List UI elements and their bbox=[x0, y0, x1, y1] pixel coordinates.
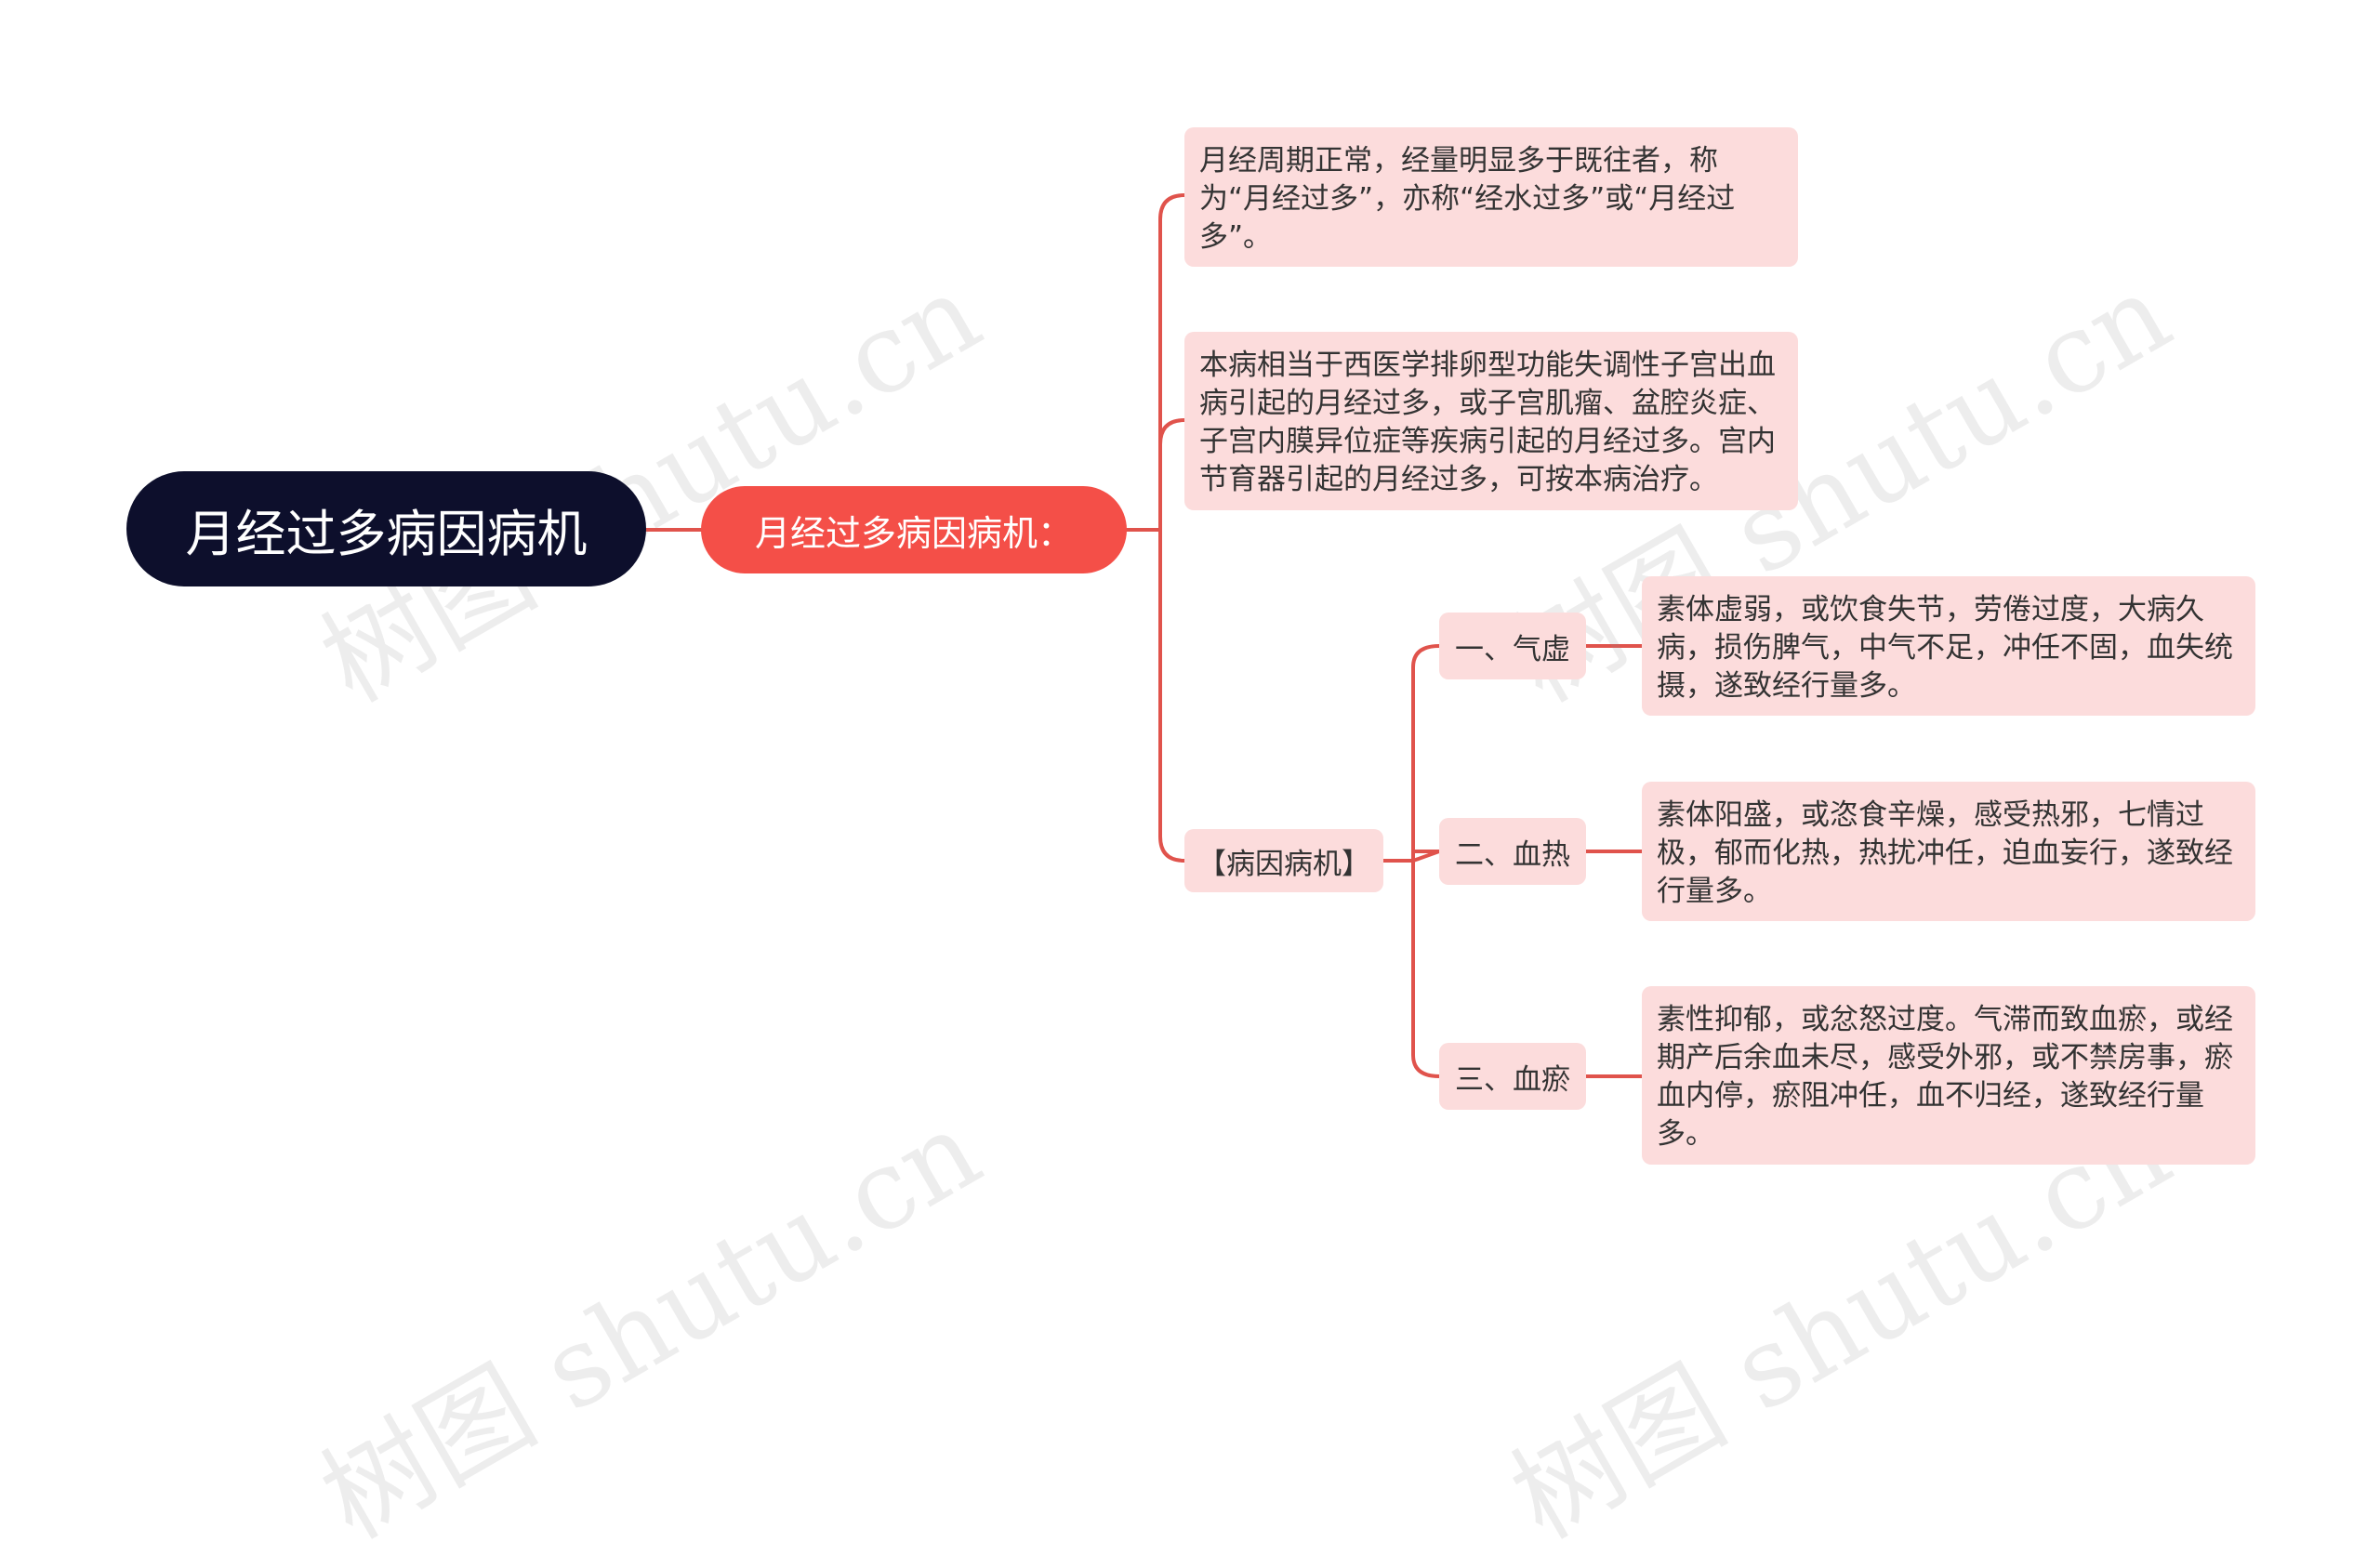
edge-trunk-leaf1 bbox=[1158, 193, 1186, 532]
blood-stasis-label: 三、血瘀 bbox=[1455, 1062, 1570, 1097]
blood-stasis-detail[interactable]: 素性抑郁，或忿怒过度。气滞而致血瘀，或经期产后余血未尽，感受外邪，或不禁房事，瘀… bbox=[1642, 986, 2255, 1165]
root-node[interactable]: 月经过多病因病机 bbox=[126, 471, 646, 586]
blood-heat-text: 素体阳盛，或恣食辛燥，感受热邪，七情过极，郁而化热，热扰冲任，迫血妄行，遂致经行… bbox=[1657, 798, 2233, 908]
qi-deficiency-label: 一、气虚 bbox=[1455, 632, 1570, 666]
western-medicine-node[interactable]: 本病相当于西医学排卵型功能失调性子宫出血病引起的月经过多，或子宫肌瘤、盆腔炎症、… bbox=[1184, 332, 1798, 510]
edge-trunk-cause bbox=[1158, 528, 1186, 863]
qi-deficiency-node[interactable]: 一、气虚 bbox=[1439, 613, 1586, 679]
qi-deficiency-detail[interactable]: 素体虚弱，或饮食失节，劳倦过度，大病久病，损伤脾气，中气不足，冲任不固，血失统摄… bbox=[1642, 576, 2255, 716]
blood-heat-node[interactable]: 二、血热 bbox=[1439, 818, 1586, 885]
blood-heat-detail[interactable]: 素体阳盛，或恣食辛燥，感受热邪，七情过极，郁而化热，热扰冲任，迫血妄行，遂致经行… bbox=[1642, 782, 2255, 921]
edge-subtrunk-item1 bbox=[1411, 644, 1441, 863]
definition-node[interactable]: 月经周期正常，经量明显多于既往者，称为“月经过多”，亦称“经水过多”或“月经过多… bbox=[1184, 127, 1798, 267]
main-topic-label: 月经过多病因病机： bbox=[754, 512, 1073, 554]
qi-deficiency-text: 素体虚弱，或饮食失节，劳倦过度，大病久病，损伤脾气，中气不足，冲任不固，血失统摄… bbox=[1657, 593, 2233, 703]
connector-lines bbox=[644, 193, 1644, 1078]
blood-stasis-node[interactable]: 三、血瘀 bbox=[1439, 1043, 1586, 1110]
blood-stasis-text: 素性抑郁，或忿怒过度。气滞而致血瘀，或经期产后余血未尽，感受外邪，或不禁房事，瘀… bbox=[1657, 1003, 2233, 1151]
blood-heat-label: 二、血热 bbox=[1455, 837, 1570, 872]
edge-trunk-leaf2 bbox=[1158, 418, 1186, 532]
definition-text: 月经周期正常，经量明显多于既往者，称为“月经过多”，亦称“经水过多”或“月经过多… bbox=[1199, 144, 1736, 254]
western-medicine-text: 本病相当于西医学排卵型功能失调性子宫出血病引起的月经过多，或子宫肌瘤、盆腔炎症、… bbox=[1199, 349, 1776, 496]
edge-subtrunk-item2b bbox=[1411, 850, 1441, 863]
cause-label: 【病因病机】 bbox=[1197, 847, 1370, 881]
cause-node[interactable]: 【病因病机】 bbox=[1184, 829, 1383, 892]
main-topic-node[interactable]: 月经过多病因病机： bbox=[701, 486, 1127, 573]
edge-subtrunk-item3 bbox=[1411, 859, 1441, 1078]
root-label: 月经过多病因病机 bbox=[185, 504, 588, 563]
